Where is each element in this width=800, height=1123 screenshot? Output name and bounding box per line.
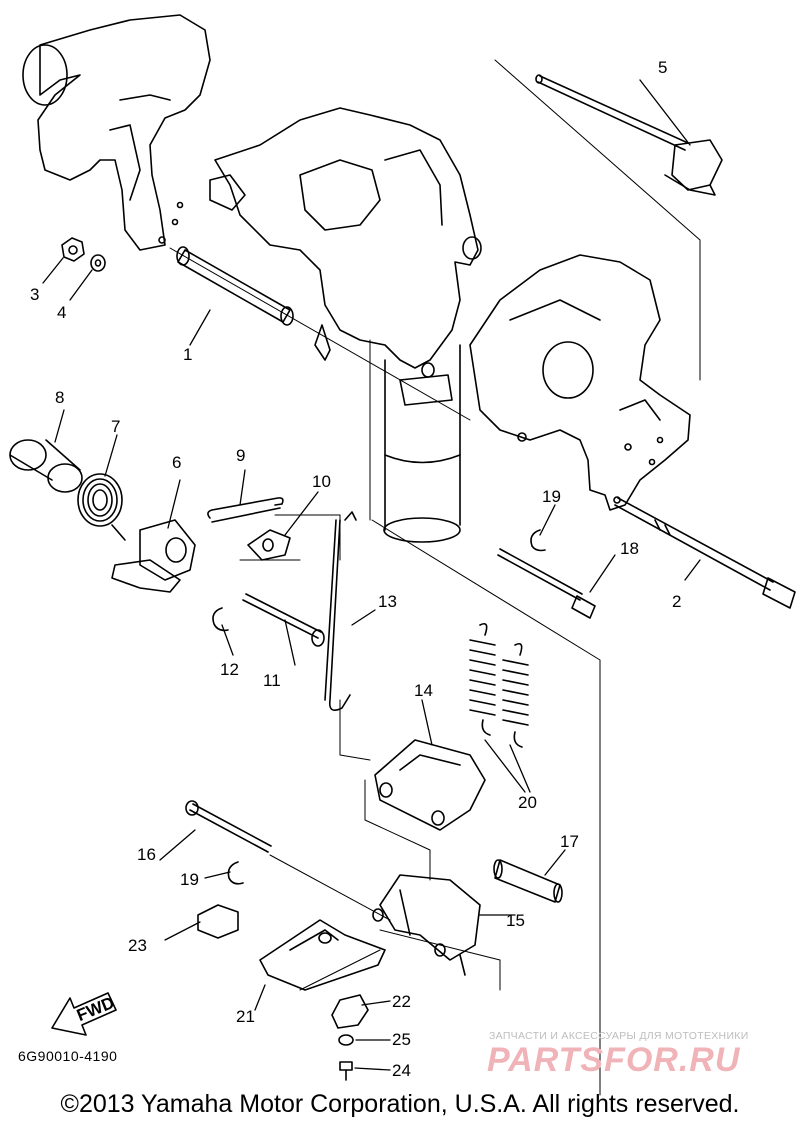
leader-lines bbox=[42, 79, 701, 1071]
callout-13: 13 bbox=[378, 592, 397, 611]
part-23-block bbox=[197, 904, 239, 939]
left-clamp-bracket bbox=[22, 14, 211, 251]
callout-23: 23 bbox=[128, 936, 147, 955]
callout-24: 24 bbox=[392, 1061, 411, 1080]
callout-22: 22 bbox=[392, 992, 411, 1011]
part-5-tilt-rod bbox=[535, 74, 723, 196]
callout-7: 7 bbox=[111, 417, 120, 436]
part-9-clip bbox=[207, 497, 284, 523]
part-19-e-clip-lower bbox=[227, 861, 244, 885]
callout-20: 20 bbox=[518, 793, 537, 812]
callout-17: 17 bbox=[560, 832, 579, 851]
right-clamp-bracket bbox=[469, 254, 691, 511]
callout-8: 8 bbox=[55, 388, 64, 407]
part-16-pin bbox=[185, 800, 272, 853]
part-18-bolt bbox=[497, 548, 596, 619]
part-12-e-clip bbox=[212, 607, 229, 632]
callout-11: 11 bbox=[263, 671, 281, 690]
part-15-holder bbox=[372, 874, 481, 976]
callout-10: 10 bbox=[312, 472, 331, 491]
part-1-pin bbox=[176, 246, 294, 326]
assembly-guide-lines bbox=[169, 59, 701, 1096]
callout-6: 6 bbox=[172, 453, 181, 472]
fwd-label: FWD bbox=[74, 993, 117, 1025]
part-22-bracket bbox=[331, 994, 369, 1029]
part-4-washer bbox=[90, 254, 106, 272]
callout-21: 21 bbox=[236, 1007, 255, 1026]
copyright-notice: ©2013 Yamaha Motor Corporation, U.S.A. A… bbox=[60, 1090, 740, 1118]
watermark-logo: PARTSFOR.RU bbox=[487, 1041, 741, 1079]
part-10-link bbox=[247, 529, 291, 561]
part-6-tilt-lever bbox=[111, 519, 196, 593]
part-14-stay bbox=[374, 739, 486, 831]
part-25-washer bbox=[338, 1034, 354, 1046]
callout-3: 3 bbox=[30, 285, 39, 304]
part-3-nut bbox=[61, 237, 85, 262]
part-7-spring bbox=[77, 473, 126, 541]
callout-4: 4 bbox=[57, 303, 66, 322]
callout-14: 14 bbox=[414, 681, 433, 700]
part-13-rod bbox=[324, 511, 357, 711]
swivel-bracket bbox=[209, 107, 482, 543]
callout-12: 12 bbox=[220, 660, 239, 679]
watermark-tagline: ЗАПЧАСТИ И АКСЕССУАРЫ ДЛЯ МОТОТЕХНИКИ bbox=[489, 1030, 749, 1042]
callout-9: 9 bbox=[236, 446, 245, 465]
callout-1: 1 bbox=[183, 345, 192, 364]
part-8-collar bbox=[9, 439, 83, 493]
part-17-roller bbox=[493, 859, 563, 903]
part-19-e-clip-upper bbox=[530, 529, 546, 552]
callout-15: 15 bbox=[506, 911, 525, 930]
part-20-springs bbox=[469, 622, 529, 748]
fwd-arrow-icon: FWD bbox=[51, 992, 117, 1036]
callout-18: 18 bbox=[620, 539, 639, 558]
part-2-bolt bbox=[614, 497, 796, 609]
part-21-plate bbox=[259, 919, 386, 991]
callout-2: 2 bbox=[672, 592, 681, 611]
callout-5: 5 bbox=[658, 58, 667, 77]
callout-labels: 1 2 3 4 5 6 7 8 9 10 11 12 13 14 15 16 1… bbox=[30, 58, 681, 1080]
callout-19-upper: 19 bbox=[542, 487, 561, 506]
part-11-pin bbox=[242, 593, 325, 647]
drawing-code: 6G90010-4190 bbox=[18, 1048, 118, 1064]
callout-25: 25 bbox=[392, 1030, 411, 1049]
callout-19-lower: 19 bbox=[180, 870, 199, 889]
part-24-screw bbox=[339, 1061, 353, 1081]
callout-16: 16 bbox=[137, 845, 156, 864]
